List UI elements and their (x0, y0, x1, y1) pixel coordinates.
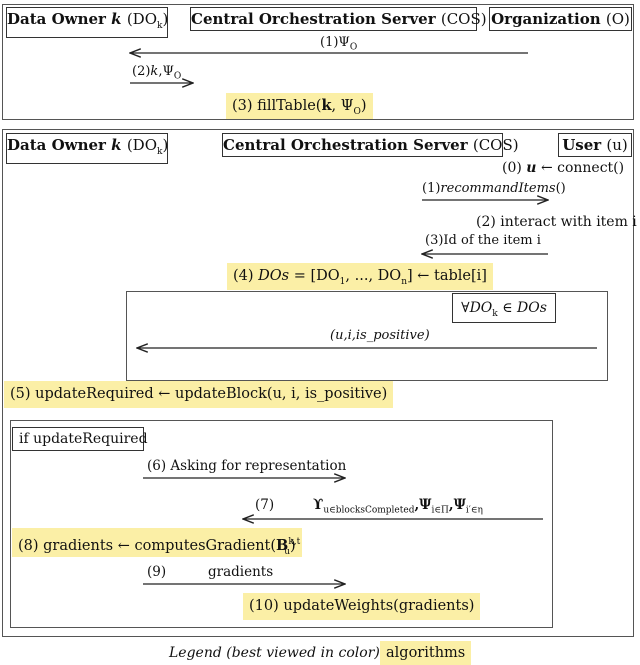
step7-blocks-label: (7) (255, 497, 275, 513)
bottom-actor-user: User (u) (558, 133, 632, 157)
bottom-actor-cos: Central Orchestration Server (COS) (222, 133, 519, 157)
bottom-actor-data-owner: Data Owner k (DOk) (6, 133, 168, 164)
step0-connect: (0) u ← connect() (502, 160, 625, 176)
step10-update-weights: (10) updateWeights(gradients) (243, 593, 481, 620)
loop-label: ∀DOk ∈ DOs (452, 293, 556, 323)
legend-label: Legend (best viewed in color): (169, 645, 385, 661)
step7-params-label: ϒu∈blocksCompleted,Ψi∈Π,Ψi′∈η (313, 497, 483, 516)
step4-select-dos: (4) DOs = [DO1, ..., DOn] ← table[i] (227, 263, 493, 290)
step9-gradients-label: gradients (208, 564, 274, 580)
loop-message-label: (u,i,is_positive) (330, 328, 430, 343)
step3-item-id: (3)Id of the item i (425, 233, 541, 248)
step2-interact: (2) interact with item i (476, 214, 637, 230)
top-step3-fill-table: (3) fillTable(k, ΨO) (226, 93, 373, 119)
step5-update-block: (5) updateRequired ← updateBlock(u, i, i… (4, 381, 394, 408)
top-actor-data-owner: Data Owner k (DOk) (6, 7, 168, 38)
step1-recommend-items: (1)recommandItems() (422, 181, 566, 196)
top-msg1-label: (1)ΨO (320, 35, 358, 53)
step8-compute-gradient: (8) gradients ← computesGradient(Bk,tu) (12, 528, 302, 557)
step6-asking-representation: (6) Asking for representation (147, 458, 347, 474)
condition-label: if updateRequired (12, 427, 148, 451)
top-msg2-label: (2)k,ΨO (132, 64, 182, 82)
top-actor-organization: Organization (O) (489, 7, 632, 31)
step9-gradients-prefix: (9) (147, 564, 167, 580)
top-actor-cos: Central Orchestration Server (COS) (190, 7, 487, 31)
legend-algorithms-swatch: algorithms (380, 641, 472, 665)
